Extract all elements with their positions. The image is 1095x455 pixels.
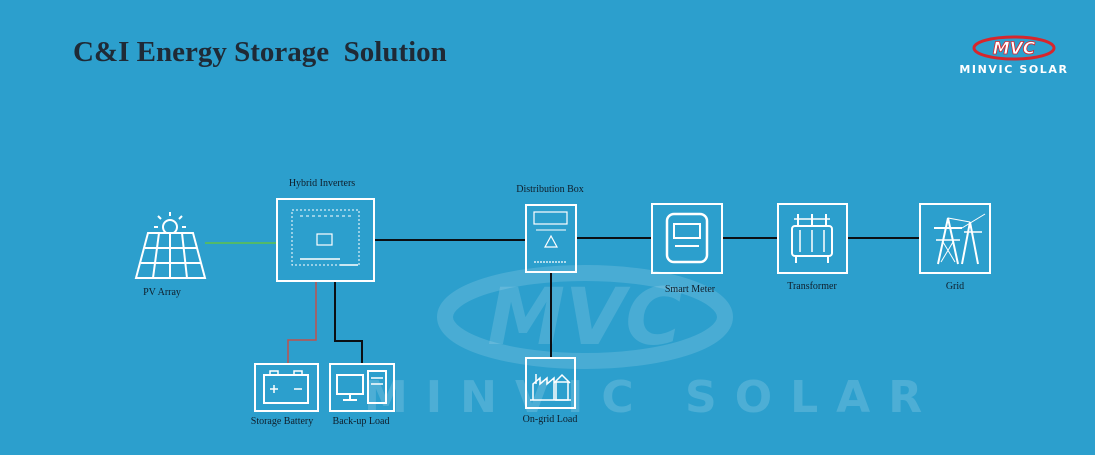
power-tower-icon: [919, 203, 991, 274]
watermark-mark: MVC: [487, 273, 682, 363]
logo-name: MINVIC SOLAR: [959, 63, 1069, 76]
minvic-logo-icon: MVC: [972, 35, 1056, 61]
factory-icon: [525, 357, 576, 409]
inverter-icon: [276, 198, 375, 282]
label-distribution-box: Distribution Box: [516, 184, 584, 195]
label-backup-load: Back-up Load: [332, 416, 390, 427]
transformer-icon: [777, 203, 848, 274]
label-transformer: Transformer: [787, 281, 837, 292]
smart-meter-icon: [651, 203, 723, 274]
computer-icon: [329, 363, 395, 412]
battery-icon: [254, 363, 319, 412]
logo-mark: MVC: [993, 39, 1036, 59]
page-title: C&I Energy Storage Solution: [73, 36, 447, 68]
label-pv-array: PV Array: [143, 287, 181, 298]
label-ongrid-load: On-grid Load: [522, 414, 578, 425]
watermark-logo: MVC: [437, 265, 733, 369]
watermark-name: MINVIC SOLAR: [364, 372, 941, 423]
distribution-box-icon: [525, 204, 577, 273]
label-grid: Grid: [945, 281, 965, 292]
inverter-battery-link: [287, 281, 317, 364]
label-hybrid-inverters: Hybrid Inverters: [288, 178, 356, 189]
solar-panel-icon: [134, 212, 207, 279]
label-smart-meter: Smart Meter: [664, 284, 716, 295]
inverter-backup-link: [334, 281, 363, 364]
label-storage-battery: Storage Battery: [250, 416, 314, 427]
